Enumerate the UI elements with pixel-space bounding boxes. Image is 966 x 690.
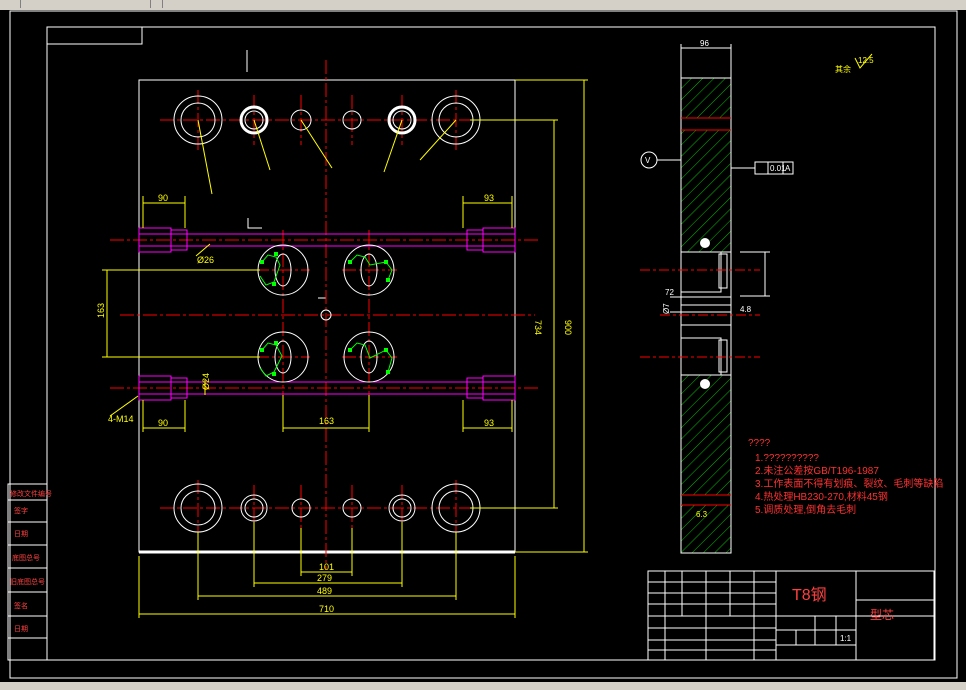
dim-93-bottom: 93 [484, 418, 494, 428]
note-line-3: 3.工作表面不得有划痕、裂纹、毛刺等缺陷 [755, 477, 943, 490]
datum-label: A [785, 164, 791, 173]
dim-900: 900 [563, 320, 573, 335]
left-strip-table [7, 483, 48, 661]
top-holes [173, 95, 481, 145]
dim-163-vertical: 163 [96, 303, 106, 318]
cad-drawing-canvas[interactable]: 修改文件编号 签字 日期 底图总号 旧底图总号 签名 日期 [0, 10, 966, 682]
geometric-tolerance: 0.01 [770, 164, 786, 173]
toolbar-segment [20, 0, 151, 8]
dim-m14: 4-M14 [108, 414, 134, 424]
outer-frame [9, 10, 958, 679]
roughness-symbol [854, 53, 873, 69]
dim-710: 710 [319, 604, 334, 614]
toolbar-segment [0, 0, 21, 8]
view-marker: V [645, 156, 651, 165]
dim-90-top: 90 [158, 193, 168, 203]
dim-4-8: 4.8 [740, 305, 752, 314]
dimension-texts: 90 93 Ø26 163 734 900 4-M14 Ø24 90 163 9… [96, 193, 573, 614]
dim-163-horizontal: 163 [319, 416, 334, 426]
note-line-2: 2.未注公差按GB/T196-1987 [755, 464, 879, 477]
strip-label: 日期 [14, 530, 28, 538]
inner-frame [46, 26, 936, 661]
dim-101: 101 [319, 562, 334, 572]
dim-93-top: 93 [484, 193, 494, 203]
leader-lines [197, 119, 457, 195]
strip-label: 旧底图总号 [10, 577, 45, 586]
note-line-4: 4.热处理HB230-270,材料45钢 [755, 490, 888, 503]
dim-734: 734 [533, 320, 543, 335]
section-corner [247, 218, 262, 229]
strip-label: 底图总号 [12, 553, 40, 562]
roughness-small: 6.3 [696, 510, 708, 519]
code-box [46, 26, 143, 45]
dim-phi26: Ø26 [197, 255, 214, 265]
side-view: 96 V 0.01 A 72 Ø7 4.8 6.3 其余 12.5 [640, 39, 874, 554]
dim-90-bottom: 90 [158, 418, 168, 428]
dim-96: 96 [700, 39, 709, 48]
title-block [647, 570, 935, 661]
part-name: 型芯 [870, 608, 894, 622]
window-bottom-bar [0, 682, 966, 690]
toolbar-segment [150, 0, 163, 8]
dimension-lines [102, 79, 588, 618]
title-block-text: T8钢 型芯 1:1 [792, 586, 894, 643]
notes-heading: ???? [748, 438, 771, 449]
dim-489: 489 [317, 586, 332, 596]
strip-label: 签名 [14, 601, 28, 610]
dim-279: 279 [317, 573, 332, 583]
dim-phi24: Ø24 [201, 373, 211, 390]
strip-label: 签字 [14, 506, 28, 515]
material-label: T8钢 [792, 586, 827, 604]
left-strip-labels: 修改文件编号 签字 日期 底图总号 旧底图总号 签名 日期 [10, 489, 52, 633]
cavity-groups [257, 244, 395, 383]
scale-label: 1:1 [840, 634, 852, 643]
technical-notes: ???? 1.?????????? 2.未注公差按GB/T196-1987 3.… [748, 438, 943, 516]
strip-label: 日期 [14, 625, 28, 633]
strip-label: 修改文件编号 [10, 489, 52, 498]
note-line-5: 5.调质处理,倒角去毛刺 [755, 504, 856, 516]
centerlines [110, 60, 540, 570]
rest-label: 其余 [835, 64, 851, 74]
plate-outline [138, 79, 516, 553]
guide-rods [138, 227, 516, 401]
dim-phi7: Ø7 [662, 303, 671, 314]
cad-drawing: 修改文件编号 签字 日期 底图总号 旧底图总号 签名 日期 [7, 10, 958, 679]
window-top-bar [0, 0, 966, 10]
note-line-1: 1.?????????? [755, 453, 819, 464]
dim-72: 72 [665, 288, 674, 297]
